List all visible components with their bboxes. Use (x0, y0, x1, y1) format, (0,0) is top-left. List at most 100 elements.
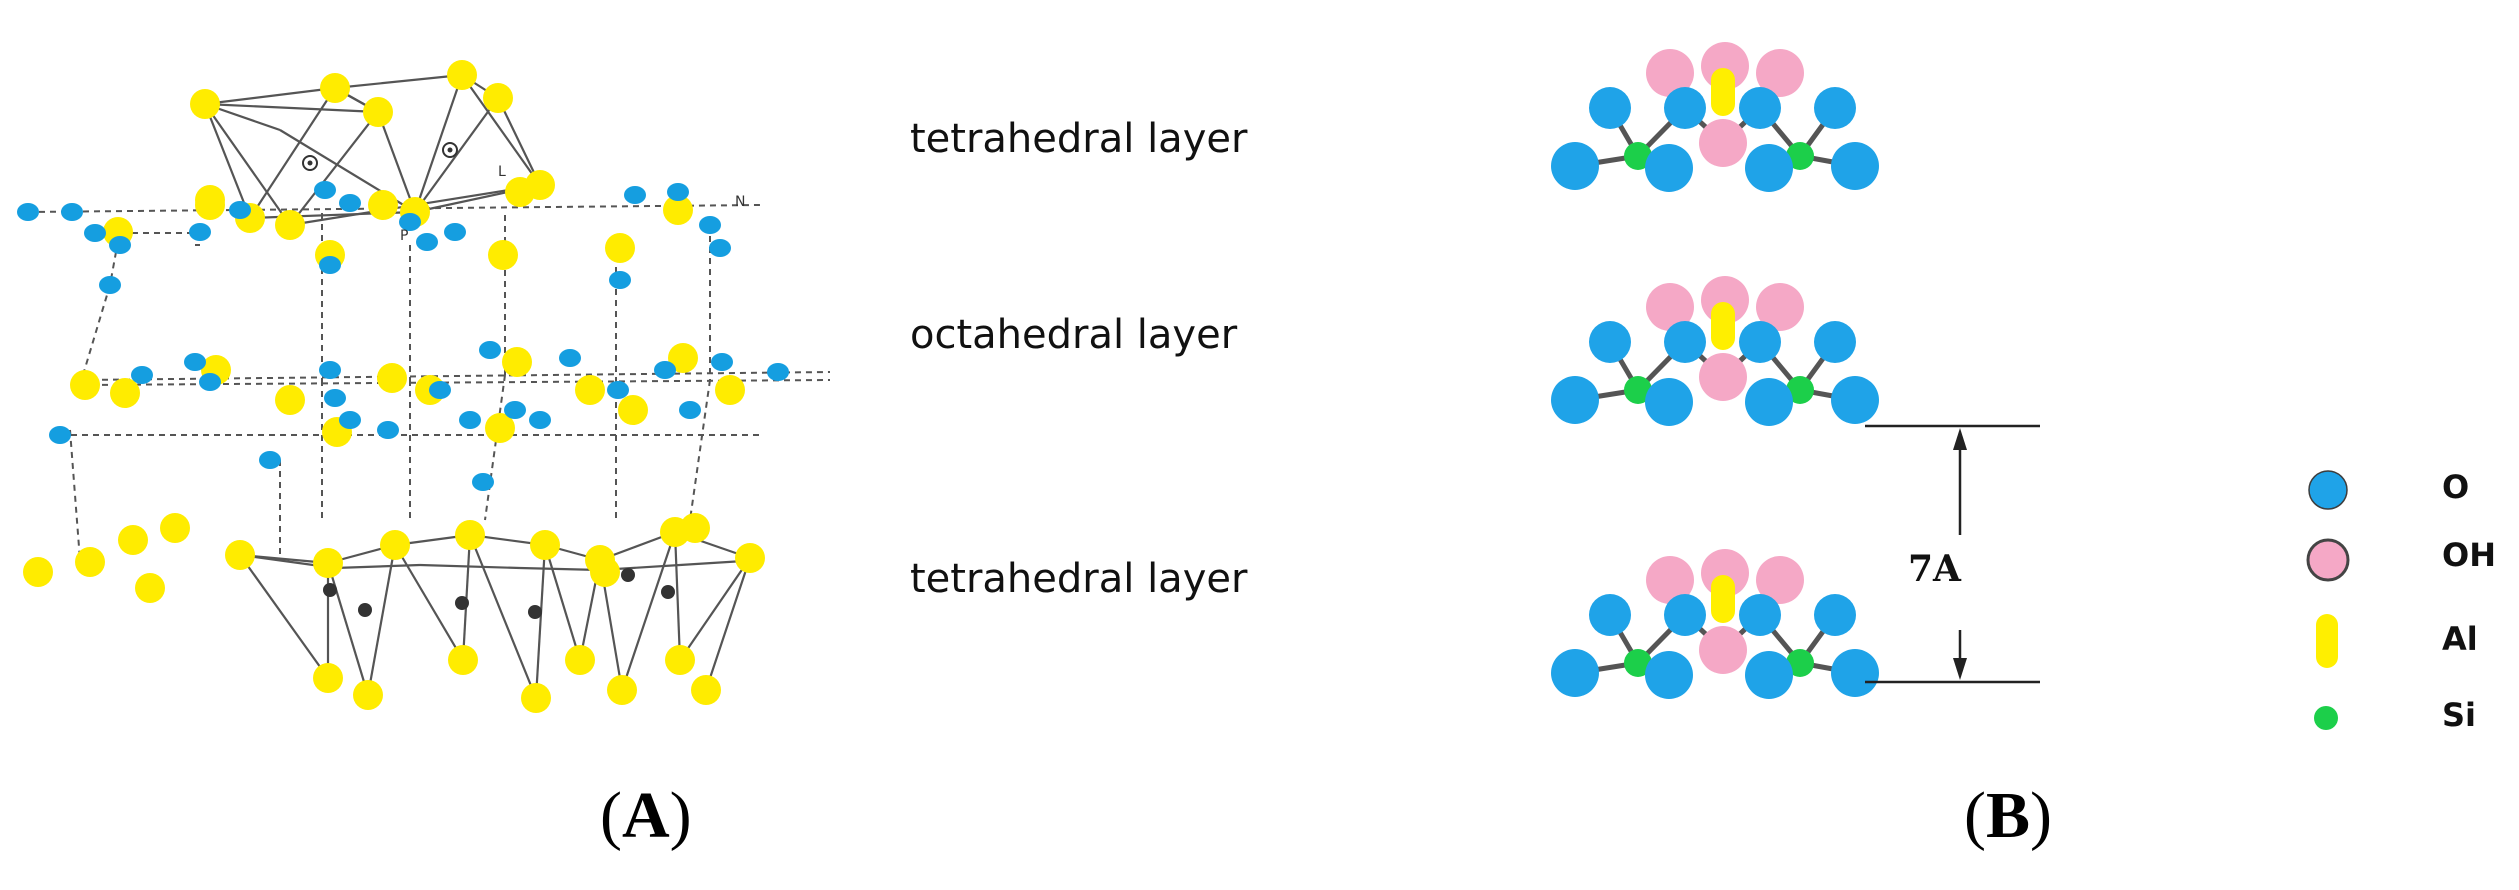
panel-label-a: (A) (600, 778, 692, 854)
yellow-atom (380, 530, 410, 560)
blue-atom (679, 401, 701, 419)
blue-atom (399, 213, 421, 231)
hydroxyl-atom (1699, 626, 1747, 674)
yellow-atom (313, 548, 343, 578)
hydrogen-bond-line (689, 379, 711, 521)
yellow-atom (110, 378, 140, 408)
oxygen-atom (1814, 87, 1856, 129)
bond-line (366, 544, 397, 696)
panel-a-atoms (17, 60, 789, 713)
legend-label: OH (2442, 536, 2496, 574)
oxygen-atom (1814, 594, 1856, 636)
blue-atom (339, 194, 361, 212)
blue-atom (444, 223, 466, 241)
yellow-atom (135, 573, 165, 603)
yellow-atom (565, 645, 595, 675)
legend-item-silicon: Si (2292, 690, 2507, 740)
hydroxyl-atom (1646, 283, 1694, 331)
yellow-atom (680, 513, 710, 543)
oxygen-atom (1664, 594, 1706, 636)
oxygen-atom (1551, 649, 1599, 697)
central-cation-marker (621, 568, 635, 582)
hydrogen-bond-line (79, 284, 111, 386)
blue-atom (429, 381, 451, 399)
oxygen-atom (1745, 651, 1793, 699)
hydrogen-bond-line (69, 429, 81, 561)
yellow-atom (483, 83, 513, 113)
yellow-atom (590, 557, 620, 587)
bond-line (704, 557, 752, 691)
yellow-atom (575, 375, 605, 405)
legend-label: Si (2442, 696, 2477, 734)
aluminium-atom (1711, 302, 1735, 350)
blue-atom (529, 411, 551, 429)
yellow-atom (502, 347, 532, 377)
oxygen-atom (1664, 321, 1706, 363)
legend-swatches (2306, 470, 2350, 730)
blue-atom (61, 203, 83, 221)
yellow-atom (377, 363, 407, 393)
layer-label-top-tetrahedral: tetrahedral layer (910, 116, 1248, 162)
hydroxyl-atom (1756, 556, 1804, 604)
blue-atom (319, 256, 341, 274)
bond-line (414, 97, 499, 213)
oxygen-atom (1551, 142, 1599, 190)
legend-item-aluminium: Al (2292, 614, 2507, 664)
blue-atom (654, 361, 676, 379)
hydroxyl-atom (1646, 556, 1694, 604)
bond-line (204, 103, 291, 226)
bond-line (620, 531, 677, 691)
panel-a-atom-letters: L P N (400, 164, 745, 244)
silicon-atom (1624, 376, 1652, 404)
yellow-atom (448, 645, 478, 675)
bond-line (543, 544, 582, 661)
yellow-atom (488, 240, 518, 270)
blue-atom (131, 366, 153, 384)
aluminium-swatch (2316, 614, 2338, 668)
yellow-atom (160, 513, 190, 543)
yellow-atom (23, 557, 53, 587)
legend-label: O (2442, 468, 2470, 506)
atom-letter: L (498, 164, 506, 180)
blue-atom (416, 233, 438, 251)
bond-line (204, 86, 336, 106)
bond-line (461, 534, 472, 661)
yellow-atom (353, 680, 383, 710)
bond-line (497, 97, 541, 186)
oxygen-atom (1739, 87, 1781, 129)
oxygen-atom (1831, 142, 1879, 190)
blue-atom (377, 421, 399, 439)
blue-atom (184, 353, 206, 371)
oxygen-atom (1551, 376, 1599, 424)
central-cation-marker (447, 147, 453, 153)
hydroxyl-atom (1699, 119, 1747, 167)
central-cation-marker (661, 585, 675, 599)
yellow-atom (607, 675, 637, 705)
yellow-atom (665, 645, 695, 675)
silicon-atom (1786, 649, 1814, 677)
bond-line (419, 563, 521, 570)
bond-line (334, 563, 421, 570)
yellow-atom (70, 370, 100, 400)
hydroxyl-atom (1756, 283, 1804, 331)
blue-atom (339, 411, 361, 429)
hydroxyl-swatch (2306, 538, 2350, 582)
panel-label-paren-open: ( (1964, 779, 1986, 852)
yellow-atom (118, 525, 148, 555)
layer-unit (1551, 549, 1879, 699)
oxygen-atom (1589, 321, 1631, 363)
yellow-atom (525, 170, 555, 200)
bond-line (461, 74, 541, 186)
layer-label-bottom-tetrahedral: tetrahedral layer (910, 556, 1248, 602)
central-cation-marker (455, 596, 469, 610)
yellow-atom (605, 233, 635, 263)
blue-atom (314, 181, 336, 199)
central-cation-marker (528, 605, 542, 619)
hydrogen-bond-line (109, 229, 121, 286)
legend-item-oxygen: O (2292, 462, 2507, 512)
bond-line (519, 566, 601, 572)
panel-label-b: (B) (1964, 778, 2052, 854)
bond-line (679, 557, 751, 661)
yellow-atom (691, 675, 721, 705)
